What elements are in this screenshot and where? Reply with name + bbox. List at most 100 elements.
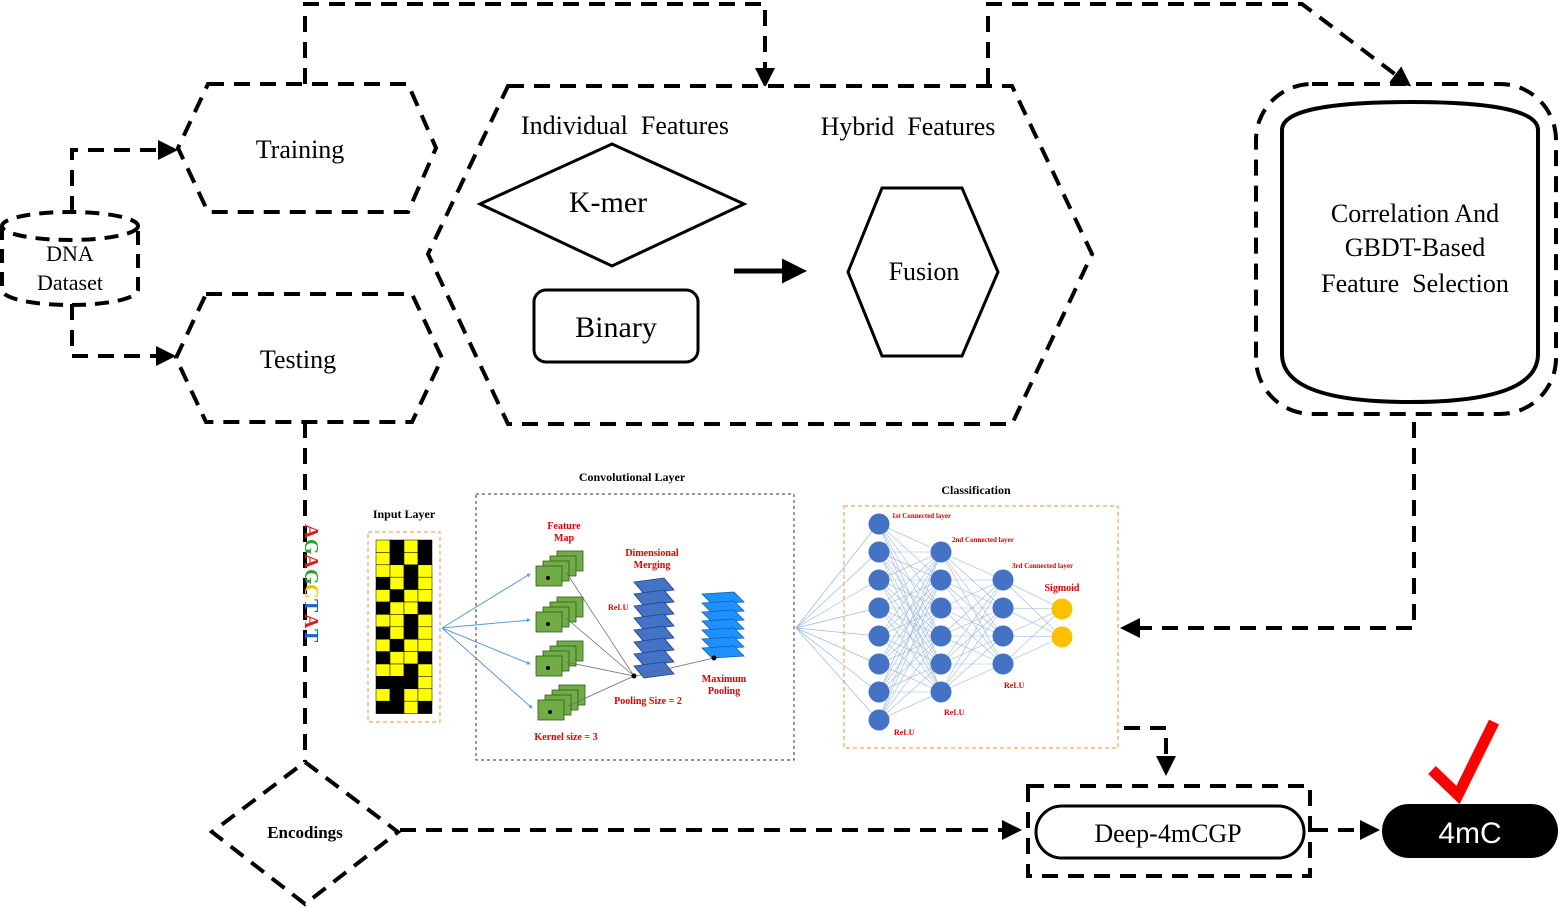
sequence-letter: T bbox=[300, 629, 322, 643]
checkmark-icon bbox=[1428, 719, 1499, 805]
selection-label-line1: Correlation And bbox=[1331, 199, 1499, 228]
input-to-feature-arrow bbox=[441, 627, 531, 665]
selection-label-line2: GBDT-Based bbox=[1345, 233, 1486, 262]
result-label: 4mC bbox=[1438, 817, 1501, 850]
testing-label: Testing bbox=[260, 345, 336, 374]
neuron bbox=[992, 625, 1014, 647]
feature-map-square bbox=[535, 611, 563, 633]
input-cell bbox=[389, 676, 405, 690]
hybrid-features-label: Hybrid Features bbox=[821, 112, 996, 141]
input-cell bbox=[375, 552, 391, 566]
maximum-pooling-label-line1: Maximum bbox=[702, 674, 747, 685]
sigmoid-label: Sigmoid bbox=[1044, 583, 1079, 594]
input-cell bbox=[403, 651, 419, 665]
nn-edge bbox=[878, 691, 942, 721]
kernel-size-label: Kernel size = 3 bbox=[534, 732, 597, 743]
input-cell bbox=[403, 589, 419, 603]
classification-title: Classification bbox=[941, 483, 1011, 497]
fc-input-line bbox=[795, 627, 879, 637]
dimensional-merging-label-line1: Dimensional bbox=[625, 548, 679, 559]
kmer-diamond: K-mer bbox=[476, 142, 748, 268]
neural-network bbox=[868, 513, 1073, 731]
input-cell bbox=[389, 589, 405, 603]
feature-map-label-line1: Feature bbox=[547, 521, 581, 532]
training-label: Training bbox=[256, 135, 345, 164]
input-to-feature-arrow bbox=[441, 573, 531, 629]
nn-edge bbox=[878, 523, 942, 553]
input-cell bbox=[417, 589, 433, 603]
input-cell bbox=[403, 552, 419, 566]
fc-input-line bbox=[795, 579, 879, 629]
input-cell bbox=[403, 626, 419, 640]
feature-map-square bbox=[535, 655, 563, 677]
training-node: Training bbox=[175, 82, 439, 214]
nn-edge bbox=[1002, 636, 1063, 665]
merge-dot bbox=[631, 673, 637, 679]
input-cell bbox=[389, 552, 405, 566]
relu-layer2-label: ReLU bbox=[944, 708, 965, 717]
nn-edge bbox=[940, 663, 1004, 693]
nn-edge bbox=[878, 663, 942, 721]
input-cell bbox=[375, 539, 391, 553]
input-cell bbox=[375, 601, 391, 615]
arrow-features-to-selection bbox=[986, 1, 1412, 87]
maximum-pooling-label-line2: Pooling bbox=[708, 686, 740, 697]
input-layer-title: Input Layer bbox=[373, 507, 436, 521]
input-cell bbox=[417, 651, 433, 665]
feature-selection-node: Correlation And GBDT-Based Feature Selec… bbox=[1254, 82, 1558, 416]
neuron bbox=[930, 569, 952, 591]
fc-input-line bbox=[795, 523, 879, 629]
input-cell bbox=[389, 700, 405, 714]
input-cell bbox=[417, 601, 433, 615]
input-cell bbox=[417, 638, 433, 652]
model-node: Deep-4mCGP bbox=[1026, 784, 1312, 878]
sequence-letter: G bbox=[300, 569, 322, 585]
input-to-feature-arrow bbox=[441, 618, 531, 629]
input-cell bbox=[375, 663, 391, 677]
input-cell bbox=[417, 688, 433, 702]
nn-edge bbox=[878, 551, 942, 609]
feature-extraction-node: Individual Features Hybrid Features K-me… bbox=[425, 84, 1095, 426]
input-cell bbox=[389, 539, 405, 553]
input-cell bbox=[417, 576, 433, 590]
nn-edge bbox=[940, 579, 1004, 665]
neuron bbox=[868, 541, 890, 563]
dataset-label-line2: Dataset bbox=[37, 270, 103, 295]
kernel-dot bbox=[546, 666, 550, 670]
fc-input-line bbox=[795, 627, 879, 693]
input-cell bbox=[375, 564, 391, 578]
neuron bbox=[992, 653, 1014, 675]
nn-edge bbox=[940, 635, 1004, 693]
nn-edge bbox=[878, 551, 942, 665]
kernel-dot bbox=[546, 576, 550, 580]
arrow-dataset-to-testing bbox=[70, 304, 176, 366]
nn-edge bbox=[940, 579, 1004, 609]
nn-edge bbox=[878, 551, 942, 581]
connectors bbox=[70, 1, 1416, 840]
neuron bbox=[992, 597, 1014, 619]
input-cell bbox=[375, 638, 391, 652]
input-cell bbox=[389, 564, 405, 578]
arrow-selection-to-cnn bbox=[1120, 422, 1416, 638]
arrow-training-to-features bbox=[303, 2, 775, 88]
input-cell bbox=[417, 539, 433, 553]
input-cell bbox=[389, 601, 405, 615]
input-cell bbox=[375, 651, 391, 665]
neuron bbox=[868, 653, 890, 675]
conv-relu-label: ReLU bbox=[608, 603, 629, 612]
fc-input-line bbox=[795, 551, 879, 629]
kernel-dot bbox=[546, 622, 550, 626]
layer2-label: 2nd Connected layer bbox=[952, 536, 1014, 544]
input-cell bbox=[417, 676, 433, 690]
nn-edge bbox=[1002, 608, 1063, 637]
binary-label: Binary bbox=[575, 311, 657, 344]
input-grid bbox=[375, 539, 433, 714]
feature-map-label-line2: Map bbox=[554, 533, 574, 544]
input-cell bbox=[389, 688, 405, 702]
neuron bbox=[930, 681, 952, 703]
neuron bbox=[868, 569, 890, 591]
input-cell bbox=[417, 700, 433, 714]
kernel-dot bbox=[548, 710, 552, 714]
kmer-label: K-mer bbox=[569, 186, 647, 219]
sigmoid-neuron bbox=[1051, 598, 1073, 620]
